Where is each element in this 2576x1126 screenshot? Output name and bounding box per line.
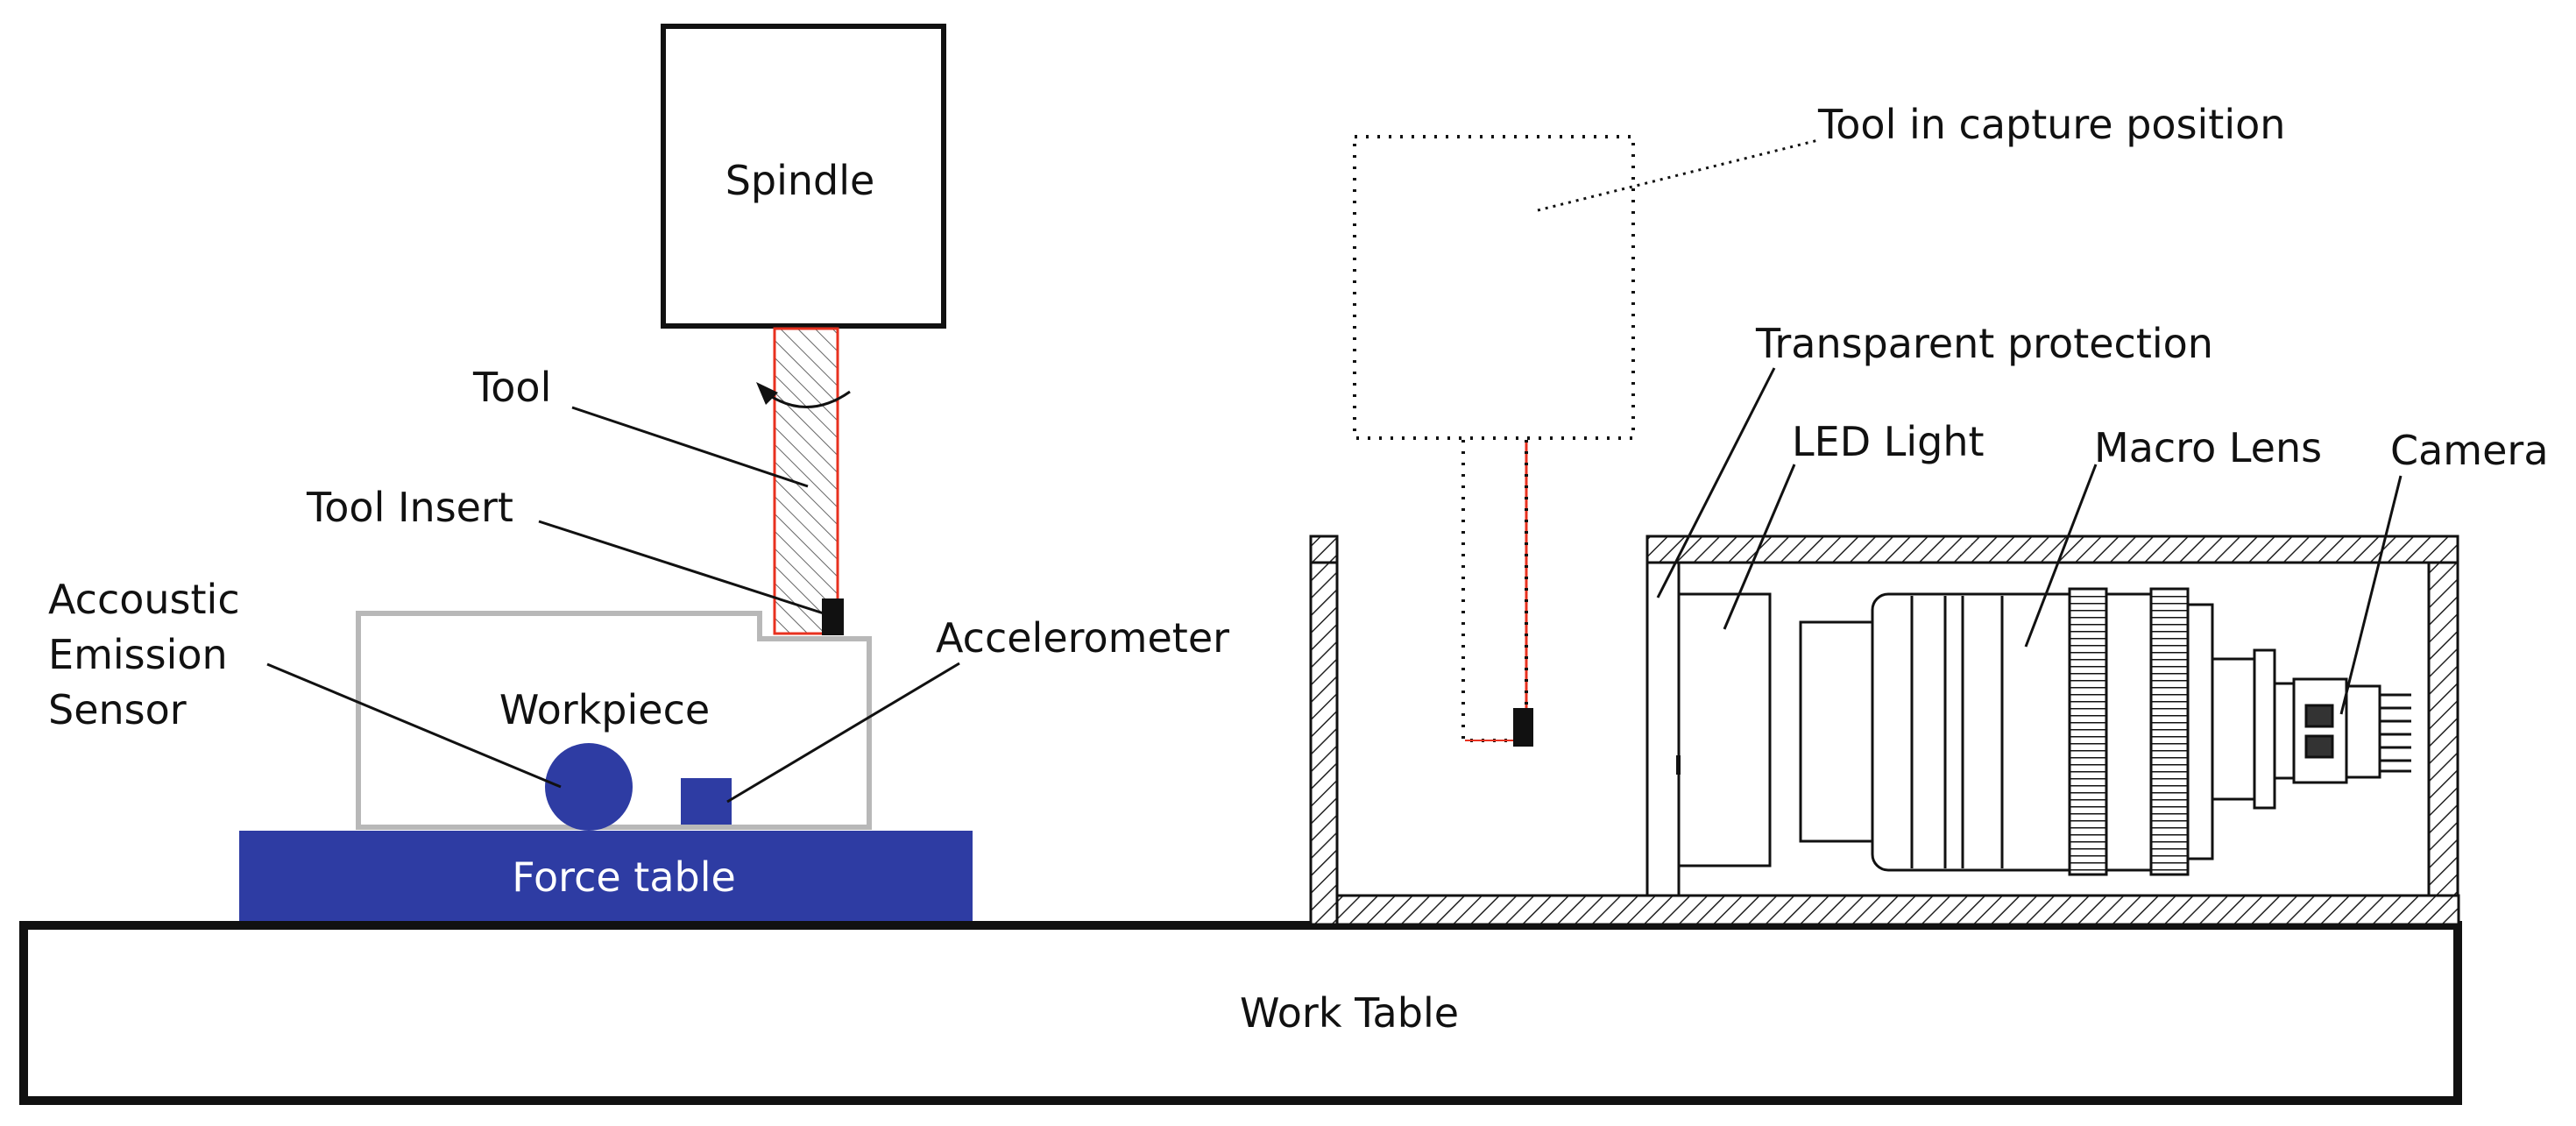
workpiece-label: Workpiece (499, 686, 710, 733)
svg-text:Emission: Emission (48, 631, 228, 678)
work-table: Work Table (19, 921, 2462, 1105)
capture-tool-insert (1513, 708, 1533, 747)
tool-label: Tool (472, 364, 551, 411)
capture-position-label: Tool in capture position (1817, 101, 2285, 148)
force-table-label: Force table (512, 853, 736, 901)
tool (756, 327, 851, 635)
acoustic-emission-sensor (545, 743, 633, 831)
spindle-label: Spindle (725, 157, 875, 204)
macro-lens (1799, 587, 2296, 876)
macro-lens-label: Macro Lens (2094, 424, 2322, 471)
accelerometer (681, 778, 732, 825)
tool-insert (822, 598, 844, 635)
left-leader-lines (266, 406, 960, 804)
led-light-label: LED Light (1792, 418, 1985, 465)
spindle: Spindle (661, 24, 946, 329)
camera-label: Camera (2390, 427, 2549, 474)
tool-insert-label: Tool Insert (306, 484, 513, 531)
transparent-protection-label: Transparent protection (1755, 320, 2213, 367)
camera-box (1645, 535, 2459, 897)
acoustic-emission-sensor-label: Accoustic Emission Sensor (48, 576, 240, 733)
svg-text:Accoustic: Accoustic (48, 576, 240, 623)
accelerometer-label: Accelerometer (936, 614, 1229, 662)
workpiece: Workpiece (356, 611, 872, 830)
camera (2292, 677, 2411, 784)
enclosure (1309, 535, 2460, 926)
led-light (1676, 592, 1772, 868)
right-leader-lines (1656, 367, 2403, 715)
force-table: Force table (239, 831, 973, 922)
svg-text:Sensor: Sensor (48, 686, 187, 733)
capture-position-leader (1537, 138, 1819, 212)
capture-position-tool (1353, 135, 1635, 747)
work-table-label: Work Table (1240, 989, 1459, 1037)
transparent-protection (1645, 561, 1681, 897)
